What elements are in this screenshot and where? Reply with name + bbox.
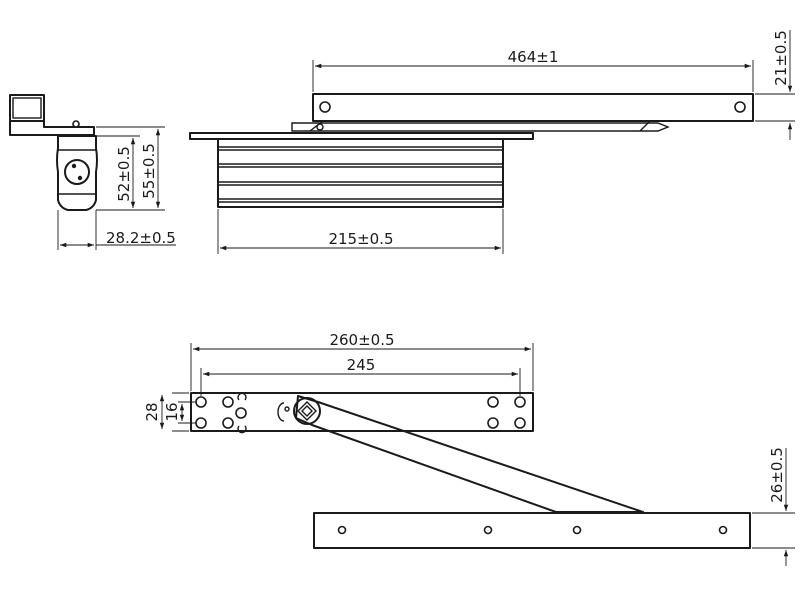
side-view-adjust-valve (64, 159, 90, 185)
hole-spacing-label: 245 (347, 356, 376, 374)
side-view-valve-dot (77, 175, 83, 181)
side-view-valve-dot (71, 163, 77, 169)
link-pivot-diamond (297, 401, 317, 421)
front-view-link-bar (291, 122, 670, 132)
diagonal-link-arm (295, 395, 644, 513)
side-view-pivot-pin (72, 120, 80, 128)
adjust-mark (237, 392, 247, 401)
hole-vertical-spacing-label: 16 (163, 402, 181, 421)
rail-hole (483, 525, 493, 535)
adjust-mark (237, 425, 247, 434)
mount-hole (487, 417, 499, 429)
side-view-arm-box-inner (12, 97, 42, 119)
body-depth-label: 28.2±0.5 (106, 229, 176, 247)
side-view: 52±0.5 55±0.5 28.2±0.5 (9, 94, 176, 250)
rail-hole (337, 525, 347, 535)
arm-height-label: 21±0.5 (772, 30, 790, 86)
mount-hole (222, 396, 234, 408)
link-detail (639, 120, 651, 132)
mount-hole (195, 417, 207, 429)
arm-pivot-hole (319, 101, 331, 113)
bottom-rail (313, 512, 751, 549)
mount-hole (514, 396, 526, 408)
channel-height-label: 28 (143, 402, 161, 421)
rail-hole (572, 525, 582, 535)
link-detail (309, 120, 324, 132)
body-height-inner-label: 52±0.5 (115, 146, 133, 202)
link-pivot-diamond-inner (301, 405, 313, 417)
arm-end-hole (734, 101, 746, 113)
side-view-body (56, 135, 98, 211)
top-view: 260±0.5 245 28 16 26±0.5 (143, 331, 795, 566)
mount-hole (222, 417, 234, 429)
slider-dot (284, 406, 290, 412)
side-view-mount-plate (9, 120, 95, 136)
slider-bracket (277, 402, 285, 422)
front-view-body (217, 138, 504, 208)
rail-hole (718, 525, 728, 535)
link-pivot-boss (293, 397, 321, 425)
front-view: 464±1 21±0.5 215±0.5 (189, 30, 795, 254)
arm-length-label: 464±1 (508, 48, 559, 66)
center-hole (235, 407, 247, 419)
mount-hole (514, 417, 526, 429)
body-length-label: 215±0.5 (328, 230, 393, 248)
side-view-arm-box (9, 94, 45, 122)
front-view-arm (312, 93, 754, 122)
mount-hole (195, 396, 207, 408)
channel-length-label: 260±0.5 (329, 331, 394, 349)
rail-height-label: 26±0.5 (768, 447, 786, 503)
body-height-outer-label: 55±0.5 (140, 143, 158, 199)
mount-hole (487, 396, 499, 408)
slide-channel (190, 392, 534, 432)
